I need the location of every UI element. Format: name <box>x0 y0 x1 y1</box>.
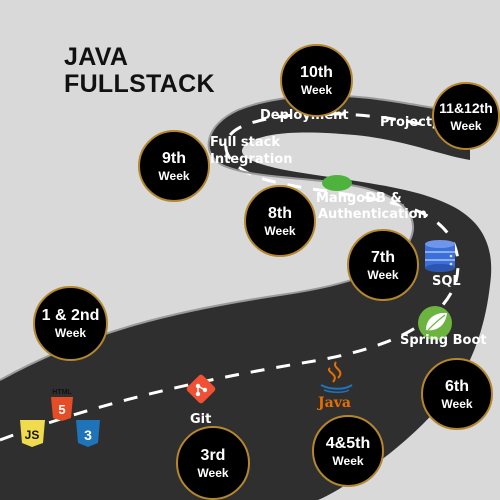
milestone-week-3: 3rd Week <box>176 426 250 500</box>
page-title: JAVA FULLSTACK <box>64 44 215 98</box>
project-label: Project <box>380 115 433 130</box>
milestone-week-1-2: 1 & 2nd Week <box>33 286 108 361</box>
milestone-number: 6th <box>445 377 469 395</box>
milestone-unit: Week <box>367 267 399 282</box>
milestone-unit: Week <box>264 223 296 238</box>
git-icon <box>186 374 216 404</box>
milestone-number: 3rd <box>200 446 226 464</box>
html5-icon: HTML 5 <box>51 389 73 421</box>
milestone-number: 10th <box>300 64 333 81</box>
milestone-unit: Week <box>158 168 190 183</box>
mongo-label-line-2: Authentication <box>318 207 427 222</box>
milestone-week-10: 10th Week <box>280 44 353 117</box>
js-logo-text: JS <box>25 428 40 442</box>
milestone-week-9: 9th Week <box>138 130 210 202</box>
sql-label: SQL <box>432 274 461 289</box>
css-logo-text: 3 <box>84 427 92 443</box>
mongo-label-line-1: MangoDB & <box>316 191 402 206</box>
html-logo-text: HTML <box>52 389 72 396</box>
milestone-unit: Week <box>197 465 229 480</box>
milestone-week-11-12: 11&12th Week <box>432 82 500 150</box>
milestone-week-7: 7th Week <box>347 229 419 301</box>
fullstack-label-line-1: Full stack <box>210 135 281 150</box>
milestone-unit: Week <box>450 118 482 133</box>
spring-leaf-icon <box>418 306 452 340</box>
milestone-number: 7th <box>371 248 395 266</box>
java-icon <box>320 361 353 393</box>
milestone-unit: Week <box>332 453 364 468</box>
git-label: Git <box>190 412 212 427</box>
spring-label: Spring Boot <box>400 333 487 348</box>
milestone-unit: Week <box>441 396 473 411</box>
database-icon <box>425 240 455 272</box>
title-line-1: JAVA <box>64 43 129 71</box>
java-label: Java <box>318 395 351 411</box>
css3-icon: 3 <box>76 420 100 447</box>
road <box>0 95 492 500</box>
milestone-week-4-5: 4&5th Week <box>312 415 384 487</box>
html-logo-number: 5 <box>58 402 65 417</box>
milestone-week-6: 6th Week <box>421 358 493 430</box>
milestone-number: 8th <box>268 204 292 222</box>
milestone-number: 4&5th <box>325 434 371 452</box>
milestone-number: 9th <box>162 149 186 167</box>
mongodb-leaf-icon <box>322 175 352 191</box>
javascript-icon: JS <box>20 420 45 447</box>
fullstack-label-line-2: Integration <box>210 152 293 167</box>
title-line-2: FULLSTACK <box>64 70 215 98</box>
milestone-number: 11&12th <box>439 99 493 116</box>
milestone-unit: Week <box>300 83 333 97</box>
milestone-unit: Week <box>54 326 87 340</box>
milestone-number: 1 & 2nd <box>41 307 100 324</box>
road-center-line <box>0 112 471 442</box>
milestone-week-8: 8th Week <box>244 185 316 257</box>
